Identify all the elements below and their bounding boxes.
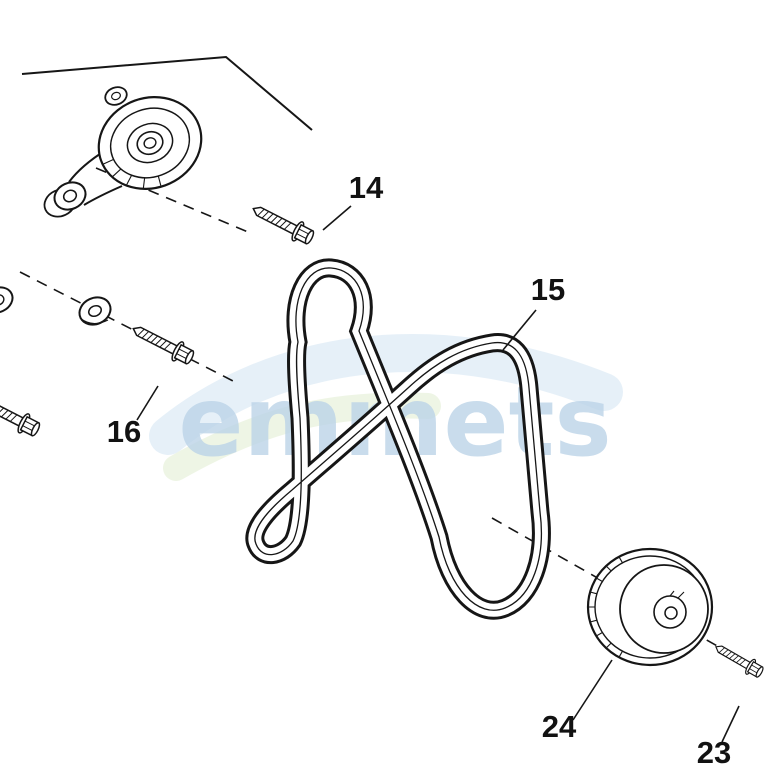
part-label-23: 23 [697, 735, 731, 768]
leader-16 [136, 385, 159, 421]
pulley-center-hole [664, 606, 678, 620]
part-label-24: 24 [542, 709, 577, 744]
pulley-hub-marks [669, 590, 685, 599]
pulley-groove-hatching [588, 556, 623, 658]
tensioner-mount-hole [62, 189, 78, 203]
tensioner-cap [104, 86, 128, 106]
bolt-14 [247, 198, 318, 249]
pulley-hub [653, 595, 687, 629]
axis-washer-bolt16 [19, 271, 236, 383]
leader-24 [572, 659, 613, 721]
axis-pulley-bolt23 [491, 517, 757, 669]
washer-partial-left-edge [0, 286, 14, 314]
bolt-16 [127, 318, 198, 369]
part-label-15: 15 [531, 272, 565, 307]
tensioner-cap-center [111, 91, 121, 101]
bolt-left-edge [0, 390, 44, 441]
leader-23 [721, 705, 740, 743]
part-labels: 14 15 16 24 23 [107, 170, 731, 768]
label-leader-lines [136, 205, 740, 743]
bolt-23 [711, 638, 767, 681]
washer-16 [78, 296, 112, 326]
part-label-16: 16 [107, 414, 141, 449]
drive-belt [245, 258, 551, 620]
component-boundary-lines [21, 55, 313, 131]
leader-14 [322, 205, 352, 231]
pulley-24 [586, 547, 714, 667]
leader-15 [502, 309, 537, 351]
tensioner-pulley [97, 96, 203, 190]
tensioner-assembly [43, 86, 203, 218]
part-label-14: 14 [349, 170, 384, 205]
